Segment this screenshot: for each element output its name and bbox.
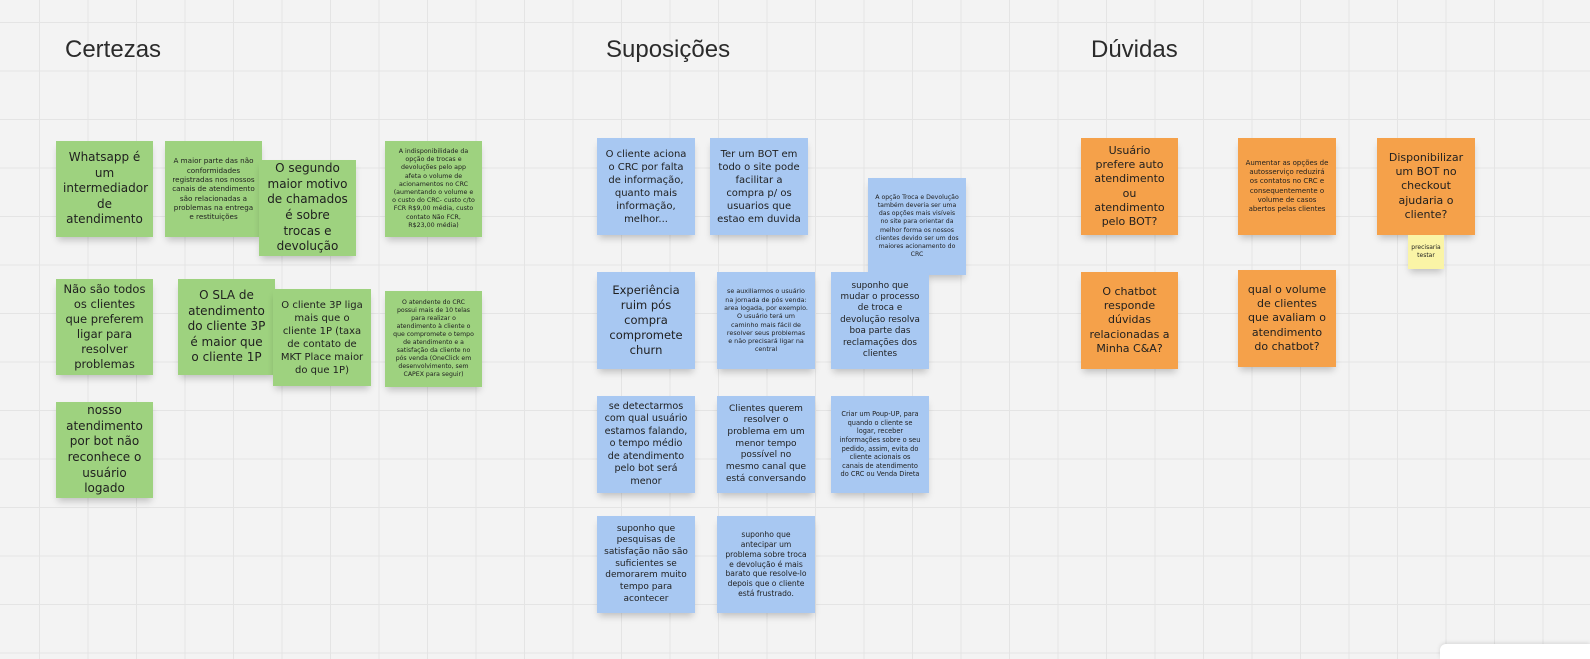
sticky-note-text: O cliente aciona o CRC por falta de info…: [605, 148, 687, 225]
sticky-note-text: O SLA de atendimento do cliente 3P é mai…: [187, 288, 266, 365]
sticky-note-text: suponho que mudar o processo de troca e …: [840, 280, 920, 360]
sticky-note-text: qual o volume de clientes que avaliam o …: [1247, 282, 1327, 353]
sticky-note-text: O chatbot responde dúvidas relacionadas …: [1089, 284, 1170, 355]
sticky-note-suposicao[interactable]: se detectarmos com qual usuário estamos …: [597, 396, 695, 493]
sticky-note-suposicao[interactable]: Ter um BOT em todo o site pode facilitar…: [710, 138, 808, 235]
sticky-note-text: O segundo maior motivo de chamados é sob…: [267, 161, 348, 254]
sticky-note-text: O cliente 3P liga mais que o cliente 1P …: [280, 299, 364, 376]
sticky-note-text: se auxiliarmos o usuário na jornada de p…: [724, 287, 808, 354]
sticky-note-suposicao[interactable]: Criar um Poup-UP, para quando o cliente …: [831, 396, 929, 493]
sticky-note-suposicao[interactable]: suponho que antecipar um problema sobre …: [717, 516, 815, 613]
sticky-note-certeza[interactable]: O cliente 3P liga mais que o cliente 1P …: [273, 289, 371, 386]
sticky-note-duvida[interactable]: Usuário prefere auto atendimento ou aten…: [1081, 138, 1178, 235]
sticky-note-suposicao[interactable]: O cliente aciona o CRC por falta de info…: [597, 138, 695, 235]
sticky-note-certeza[interactable]: O SLA de atendimento do cliente 3P é mai…: [178, 279, 275, 375]
sticky-note-text: Ter um BOT em todo o site pode facilitar…: [717, 148, 801, 225]
sticky-note-text: nosso atendimento por bot não reconhece …: [66, 403, 143, 496]
sticky-note-certeza[interactable]: Whatsapp é um intermediador de atendimen…: [56, 141, 153, 237]
sticky-note-text: Aumentar as opções de autosserviço reduz…: [1245, 159, 1329, 213]
sticky-note-text: A maior parte das não conformidades regi…: [172, 156, 255, 222]
sticky-note-certeza[interactable]: Não são todos os clientes que preferem l…: [56, 279, 153, 375]
sticky-note-text: Experiência ruim pós compra compromete c…: [609, 283, 683, 357]
sticky-note-duvida[interactable]: O chatbot responde dúvidas relacionadas …: [1081, 272, 1178, 369]
sticky-note-text: O atendente do CRC possui mais de 10 tel…: [393, 298, 474, 379]
sticky-note-text: Whatsapp é um intermediador de atendimen…: [63, 150, 149, 227]
sticky-note-suposicao[interactable]: suponho que mudar o processo de troca e …: [831, 272, 929, 369]
sticky-note-text: Usuário prefere auto atendimento ou aten…: [1094, 143, 1165, 229]
sticky-note-certeza[interactable]: O atendente do CRC possui mais de 10 tel…: [385, 291, 482, 387]
sticky-note-text: A indisponibilidade da opção de trocas e…: [392, 148, 475, 229]
sticky-note-text: Clientes querem resolver o problema em u…: [725, 403, 807, 484]
sticky-note-suposicao[interactable]: suponho que pesquisas de satisfação não …: [597, 516, 695, 613]
sticky-note-suposicao[interactable]: A opção Troca e Devolução também deveria…: [868, 178, 966, 275]
sticky-note-certeza[interactable]: O segundo maior motivo de chamados é sob…: [259, 160, 356, 256]
sticky-note-text: suponho que antecipar um problema sobre …: [725, 529, 807, 599]
sticky-note-certeza[interactable]: nosso atendimento por bot não reconhece …: [56, 402, 153, 498]
heading-certezas: Certezas: [65, 36, 162, 63]
sticky-note-suposicao[interactable]: Experiência ruim pós compra compromete c…: [597, 272, 695, 369]
heading-duvidas: Dúvidas: [1091, 36, 1178, 63]
sticky-note-text: precisaria testar: [1411, 244, 1441, 259]
sticky-note-certeza[interactable]: A indisponibilidade da opção de trocas e…: [385, 141, 482, 237]
sticky-note-text: suponho que pesquisas de satisfação não …: [604, 523, 688, 604]
sticky-note-duvida[interactable]: Aumentar as opções de autosserviço reduz…: [1238, 138, 1336, 235]
sticky-note-suposicao[interactable]: se auxiliarmos o usuário na jornada de p…: [717, 272, 815, 369]
sticky-note-text: Disponibilizar um BOT no checkout ajudar…: [1388, 150, 1464, 221]
sticky-note-certeza[interactable]: A maior parte das não conformidades regi…: [165, 141, 262, 237]
sticky-note-suposicao[interactable]: Clientes querem resolver o problema em u…: [717, 396, 815, 493]
sticky-note-text: A opção Troca e Devolução também deveria…: [875, 194, 959, 258]
sticky-note-text: se detectarmos com qual usuário estamos …: [604, 400, 688, 487]
comment-sticky-note[interactable]: precisaria testar: [1408, 235, 1444, 269]
heading-suposicoes: Suposições: [606, 36, 731, 63]
corner-panel: [1440, 644, 1590, 659]
sticky-note-text: Não são todos os clientes que preferem l…: [63, 282, 146, 371]
sticky-note-duvida[interactable]: qual o volume de clientes que avaliam o …: [1238, 270, 1336, 367]
sticky-note-text: Criar um Poup-UP, para quando o cliente …: [839, 410, 921, 479]
sticky-note-duvida[interactable]: Disponibilizar um BOT no checkout ajudar…: [1377, 138, 1475, 235]
